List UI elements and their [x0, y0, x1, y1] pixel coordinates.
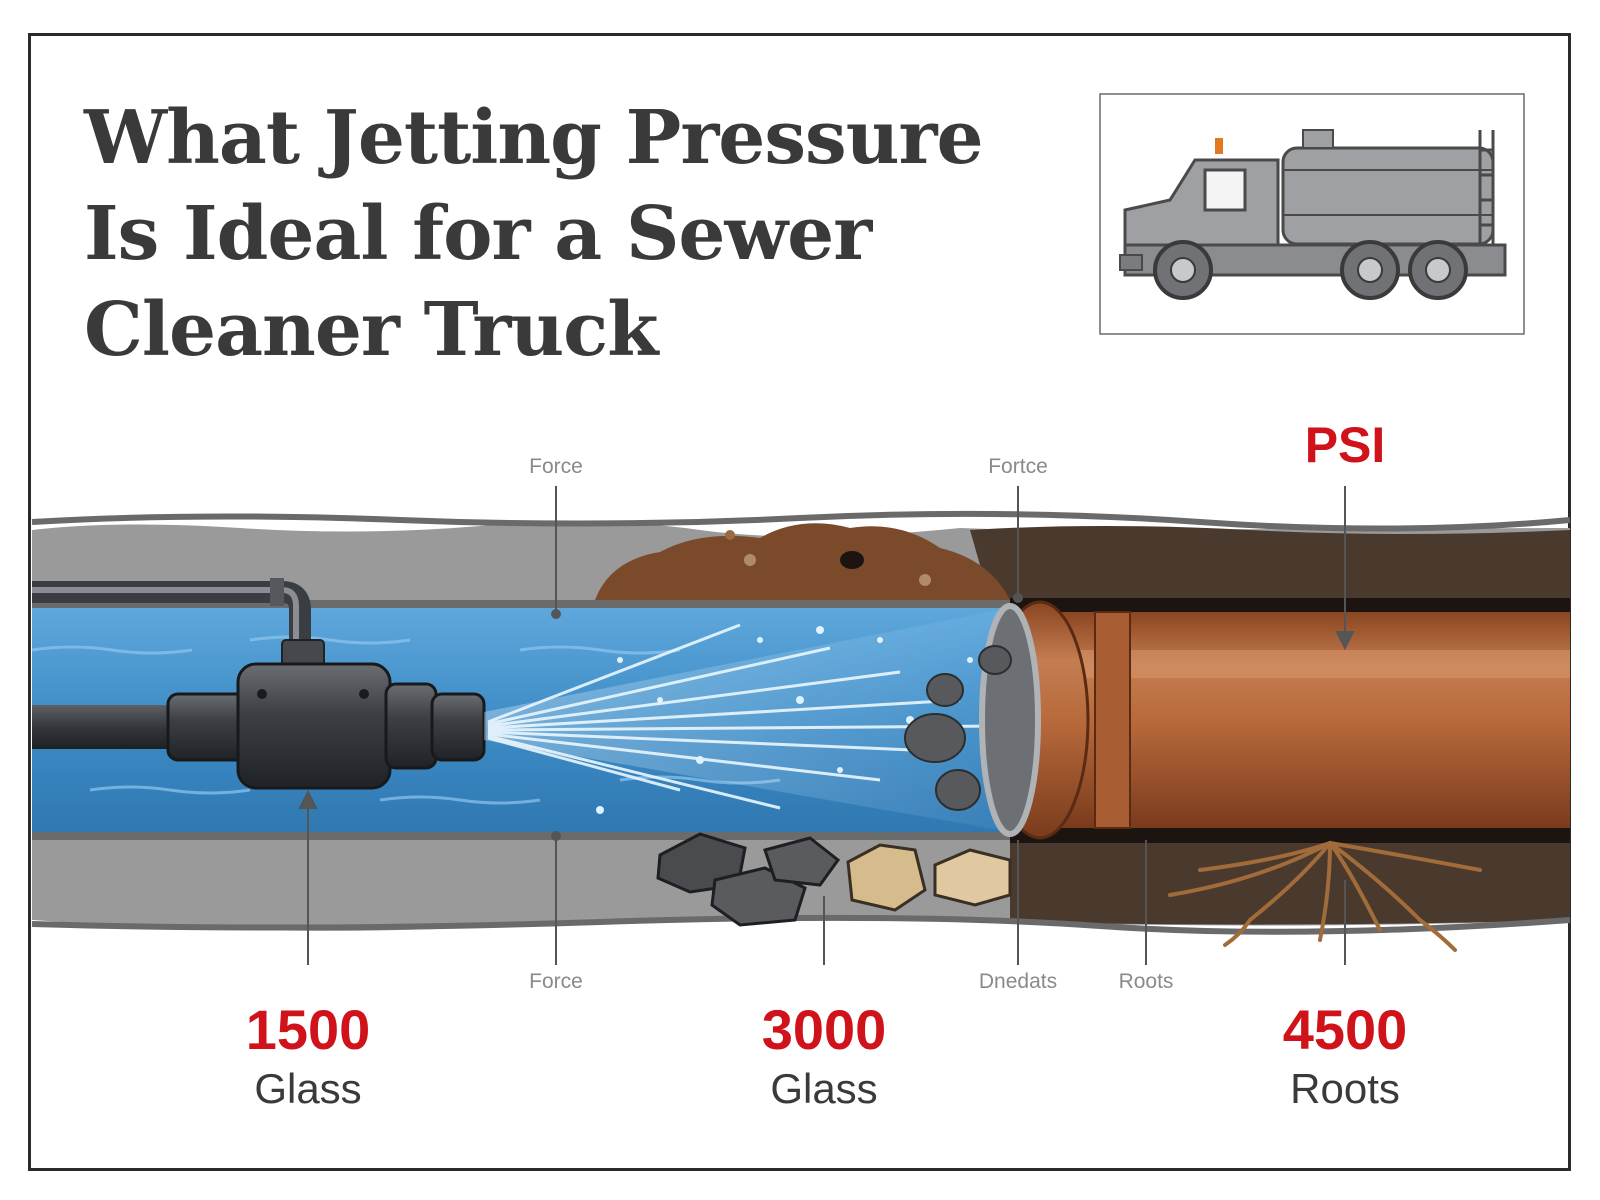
- label-force-top-left: Force: [529, 455, 583, 478]
- title-line-3: Cleaner Truck: [84, 287, 658, 373]
- pressure-value-2: 3000: [761, 998, 887, 1061]
- pressure-value-3: 4500: [1282, 998, 1408, 1061]
- label-debris-bottom: Dnedats: [979, 970, 1057, 993]
- title-line-2: Is Ideal for a Sewer: [84, 191, 872, 277]
- jetting-nozzle-icon: [32, 662, 486, 790]
- dirt-mound: [595, 523, 1010, 600]
- pressure-target-3: Roots: [1290, 1065, 1400, 1112]
- pressure-target-2: Glass: [770, 1065, 878, 1112]
- debris-stones: [656, 832, 1012, 927]
- label-force-top-right: Fortce: [988, 455, 1048, 478]
- label-roots-bottom: Roots: [1119, 970, 1174, 993]
- label-force-bottom: Force: [529, 970, 583, 993]
- label-psi: PSI: [1305, 417, 1386, 473]
- water-spray: [484, 610, 1001, 830]
- title-line-1: What Jetting Pressure: [84, 95, 984, 181]
- sewer-pipe: [904, 598, 1570, 843]
- pressure-target-1: Glass: [254, 1065, 362, 1112]
- pressure-value-1: 1500: [245, 998, 371, 1061]
- page-title: What Jetting Pressure Is Ideal for a Sew…: [84, 90, 1044, 378]
- tree-roots: [1168, 841, 1482, 952]
- callout-lines: [298, 486, 1355, 965]
- supply-hose: [32, 578, 325, 667]
- sewer-truck-icon: [1099, 93, 1525, 335]
